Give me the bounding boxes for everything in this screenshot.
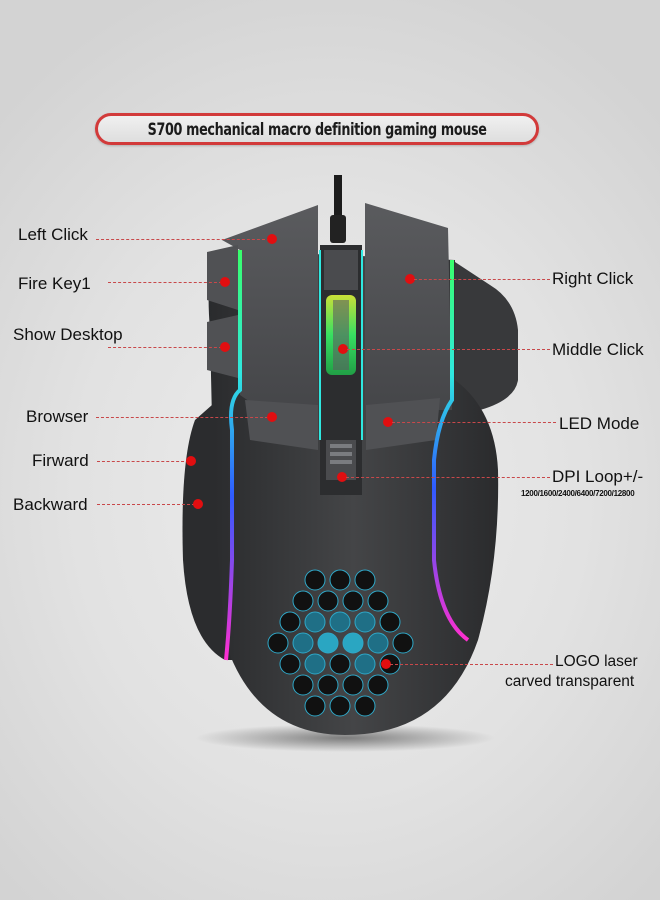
title-banner: S700 mechanical macro definition gaming …	[95, 113, 539, 145]
dpi-levels: 1200/1600/2400/6400/7200/12800	[521, 489, 635, 498]
callout-line-show-desktop	[108, 347, 222, 348]
callout-fire-key1: Fire Key1	[18, 274, 91, 293]
callout-dot-dpi-loop	[337, 472, 347, 482]
callout-line-backward	[97, 504, 195, 505]
callout-logo-laser: LOGO laser	[555, 653, 638, 670]
callout-browser: Browser	[26, 407, 89, 426]
callout-middle-click: Middle Click	[552, 340, 644, 359]
callout-dot-show-desktop	[220, 342, 230, 352]
callout-dot-firward	[186, 456, 196, 466]
callout-firward: Firward	[32, 451, 89, 470]
callout-led-mode: LED Mode	[559, 414, 640, 433]
callout-dot-led-mode	[383, 417, 393, 427]
callout-line-logo	[390, 664, 553, 665]
callout-backward: Backward	[13, 495, 88, 514]
callout-line-firward	[97, 461, 189, 462]
callout-line-dpi-loop	[346, 477, 550, 478]
page-title: S700 mechanical macro definition gaming …	[147, 119, 487, 139]
callout-dot-backward	[193, 499, 203, 509]
callout-right-click: Right Click	[552, 269, 634, 288]
callout-dot-browser	[267, 412, 277, 422]
callout-dot-middle-click	[338, 344, 348, 354]
callout-show-desktop: Show Desktop	[13, 325, 123, 344]
callout-dpi-loop: DPI Loop+/-	[552, 467, 644, 486]
callout-logo-carved: carved transparent	[505, 673, 635, 690]
callout-dot-right-click	[405, 274, 415, 284]
callout-line-fire-key1	[108, 282, 222, 283]
callout-left-click: Left Click	[18, 225, 88, 244]
callout-dot-left-click	[267, 234, 277, 244]
callout-dot-logo	[381, 659, 391, 669]
callout-line-middle-click	[347, 349, 550, 350]
callout-line-browser	[96, 417, 268, 418]
callout-dot-fire-key1	[220, 277, 230, 287]
callout-line-left-click	[96, 239, 270, 240]
callout-line-led-mode	[392, 422, 556, 423]
callout-line-right-click	[414, 279, 550, 280]
